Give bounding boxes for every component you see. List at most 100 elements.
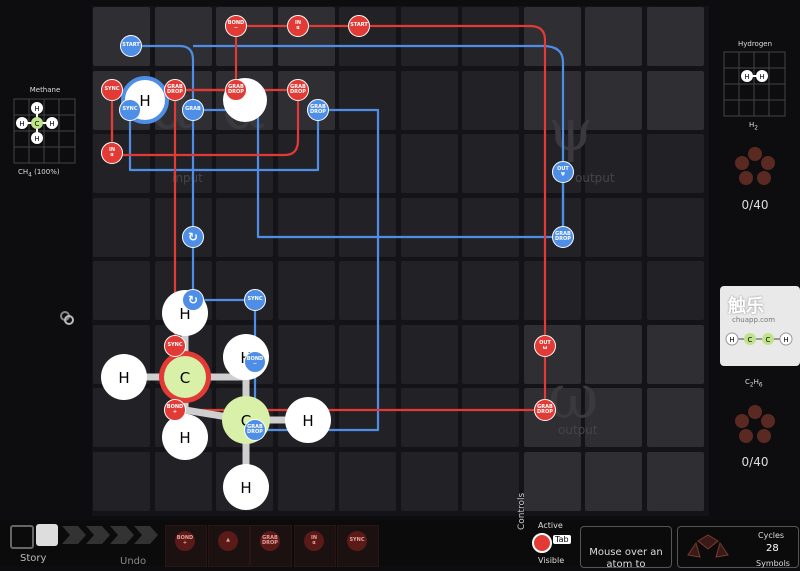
board-cell[interactable] <box>339 451 396 511</box>
red-instruction[interactable]: SYNC <box>164 335 186 357</box>
board-cell[interactable] <box>216 7 273 66</box>
red-instruction[interactable]: IN α <box>101 142 123 164</box>
board-cell[interactable] <box>523 70 581 130</box>
board-cell[interactable] <box>523 451 581 511</box>
board-cell[interactable] <box>462 388 519 447</box>
active-arm-toggle[interactable] <box>532 533 552 553</box>
palette-button[interactable]: SYNC <box>337 525 379 567</box>
board-cell[interactable] <box>154 7 212 66</box>
board-cell[interactable] <box>646 197 704 257</box>
board-cell[interactable] <box>277 134 335 193</box>
board-cell[interactable] <box>93 261 150 320</box>
board-cell[interactable] <box>400 451 458 511</box>
blue-instruction[interactable]: START <box>120 35 142 57</box>
blue-instruction[interactable]: GRAB DROP <box>244 419 266 441</box>
board-cell[interactable] <box>339 197 396 257</box>
board-cell[interactable] <box>646 451 704 511</box>
pause-button[interactable] <box>36 524 58 546</box>
blue-instruction[interactable]: SYNC <box>119 99 141 121</box>
board-cell[interactable] <box>216 197 273 257</box>
board-cell[interactable] <box>400 70 458 130</box>
board-cell[interactable] <box>154 451 212 511</box>
board-cell[interactable] <box>462 134 519 193</box>
board-cell[interactable] <box>277 70 335 130</box>
blue-instruction[interactable]: SYNC <box>244 289 266 311</box>
board-cell[interactable] <box>400 134 458 193</box>
red-instruction[interactable]: BOND + <box>164 399 186 421</box>
red-instruction[interactable]: BOND − <box>225 15 247 37</box>
board-cell[interactable] <box>339 388 396 447</box>
board-cell[interactable] <box>462 451 519 511</box>
board-cell[interactable] <box>400 197 458 257</box>
board-cell[interactable] <box>585 261 642 320</box>
board-cell[interactable] <box>462 7 519 66</box>
board-cell[interactable] <box>646 324 704 384</box>
atom-hydrogen <box>101 354 147 400</box>
board-cell[interactable] <box>216 134 273 193</box>
board-cell[interactable] <box>585 70 642 130</box>
board-cell[interactable] <box>339 70 396 130</box>
board-cell[interactable] <box>93 7 150 66</box>
board-cell[interactable] <box>93 134 150 193</box>
undo-button[interactable]: Undo <box>120 556 147 567</box>
palette-button[interactable]: ▲ <box>208 525 250 567</box>
blue-instruction[interactable]: OUT ψ <box>552 161 574 183</box>
red-instruction[interactable]: GRAB DROP <box>225 79 247 101</box>
board-cell[interactable] <box>523 197 581 257</box>
red-instruction[interactable]: OUT ω <box>534 335 556 357</box>
blue-instruction[interactable]: GRAB DROP <box>307 99 329 121</box>
board-cell[interactable] <box>400 324 458 384</box>
board-cell[interactable] <box>400 388 458 447</box>
board-cell[interactable] <box>277 451 335 511</box>
red-instruction[interactable]: GRAB DROP <box>534 399 556 421</box>
board-cell[interactable] <box>277 324 335 384</box>
board-cell[interactable] <box>277 7 335 66</box>
board-cell[interactable] <box>339 134 396 193</box>
red-instruction[interactable]: IN α <box>287 15 309 37</box>
board-cell[interactable] <box>93 451 150 511</box>
board-cell[interactable] <box>93 197 150 257</box>
board-cell[interactable] <box>277 197 335 257</box>
red-instruction[interactable]: GRAB DROP <box>287 79 309 101</box>
board-cell[interactable] <box>154 134 212 193</box>
red-instruction[interactable]: GRAB DROP <box>164 79 186 101</box>
board-cell[interactable] <box>585 324 642 384</box>
board-cell[interactable] <box>462 70 519 130</box>
blue-instruction[interactable]: GRAB DROP <box>552 226 574 248</box>
board-cell[interactable] <box>585 197 642 257</box>
step-back-button[interactable] <box>10 525 34 549</box>
palette-button[interactable]: GRAB DROP <box>250 525 292 567</box>
board-cell[interactable] <box>646 261 704 320</box>
red-instruction[interactable]: SYNC <box>101 79 123 101</box>
board-cell[interactable] <box>646 70 704 130</box>
palette-button[interactable]: BOND + <box>165 525 207 567</box>
blue-instruction[interactable]: BOND − <box>244 351 266 373</box>
board-cell[interactable] <box>339 7 396 66</box>
board-cell[interactable] <box>154 197 212 257</box>
board-cell[interactable] <box>646 7 704 66</box>
board-cell[interactable] <box>462 197 519 257</box>
blue-instruction[interactable]: ↻ <box>182 226 204 248</box>
blue-instruction[interactable]: GRAB <box>182 99 204 121</box>
board-cell[interactable] <box>646 134 704 193</box>
red-instruction[interactable]: START <box>348 15 370 37</box>
board-cell[interactable] <box>339 261 396 320</box>
board-cell[interactable] <box>462 324 519 384</box>
board-cell[interactable] <box>585 7 642 66</box>
speed-chevrons[interactable] <box>62 526 162 544</box>
blue-instruction[interactable]: ↻ <box>182 289 204 311</box>
board-cell[interactable] <box>585 388 642 447</box>
board-cell[interactable] <box>400 261 458 320</box>
board-cell[interactable] <box>523 261 581 320</box>
board-cell[interactable] <box>585 451 642 511</box>
board-cell[interactable] <box>585 134 642 193</box>
palette-button[interactable]: IN α <box>294 525 336 567</box>
story-button[interactable]: Story <box>20 553 47 564</box>
board-cell[interactable] <box>277 261 335 320</box>
board-cell[interactable] <box>216 261 273 320</box>
board-cell[interactable] <box>400 7 458 66</box>
board-cell[interactable] <box>462 261 519 320</box>
board-cell[interactable] <box>523 7 581 66</box>
board-cell[interactable] <box>646 388 704 447</box>
board-cell[interactable] <box>339 324 396 384</box>
